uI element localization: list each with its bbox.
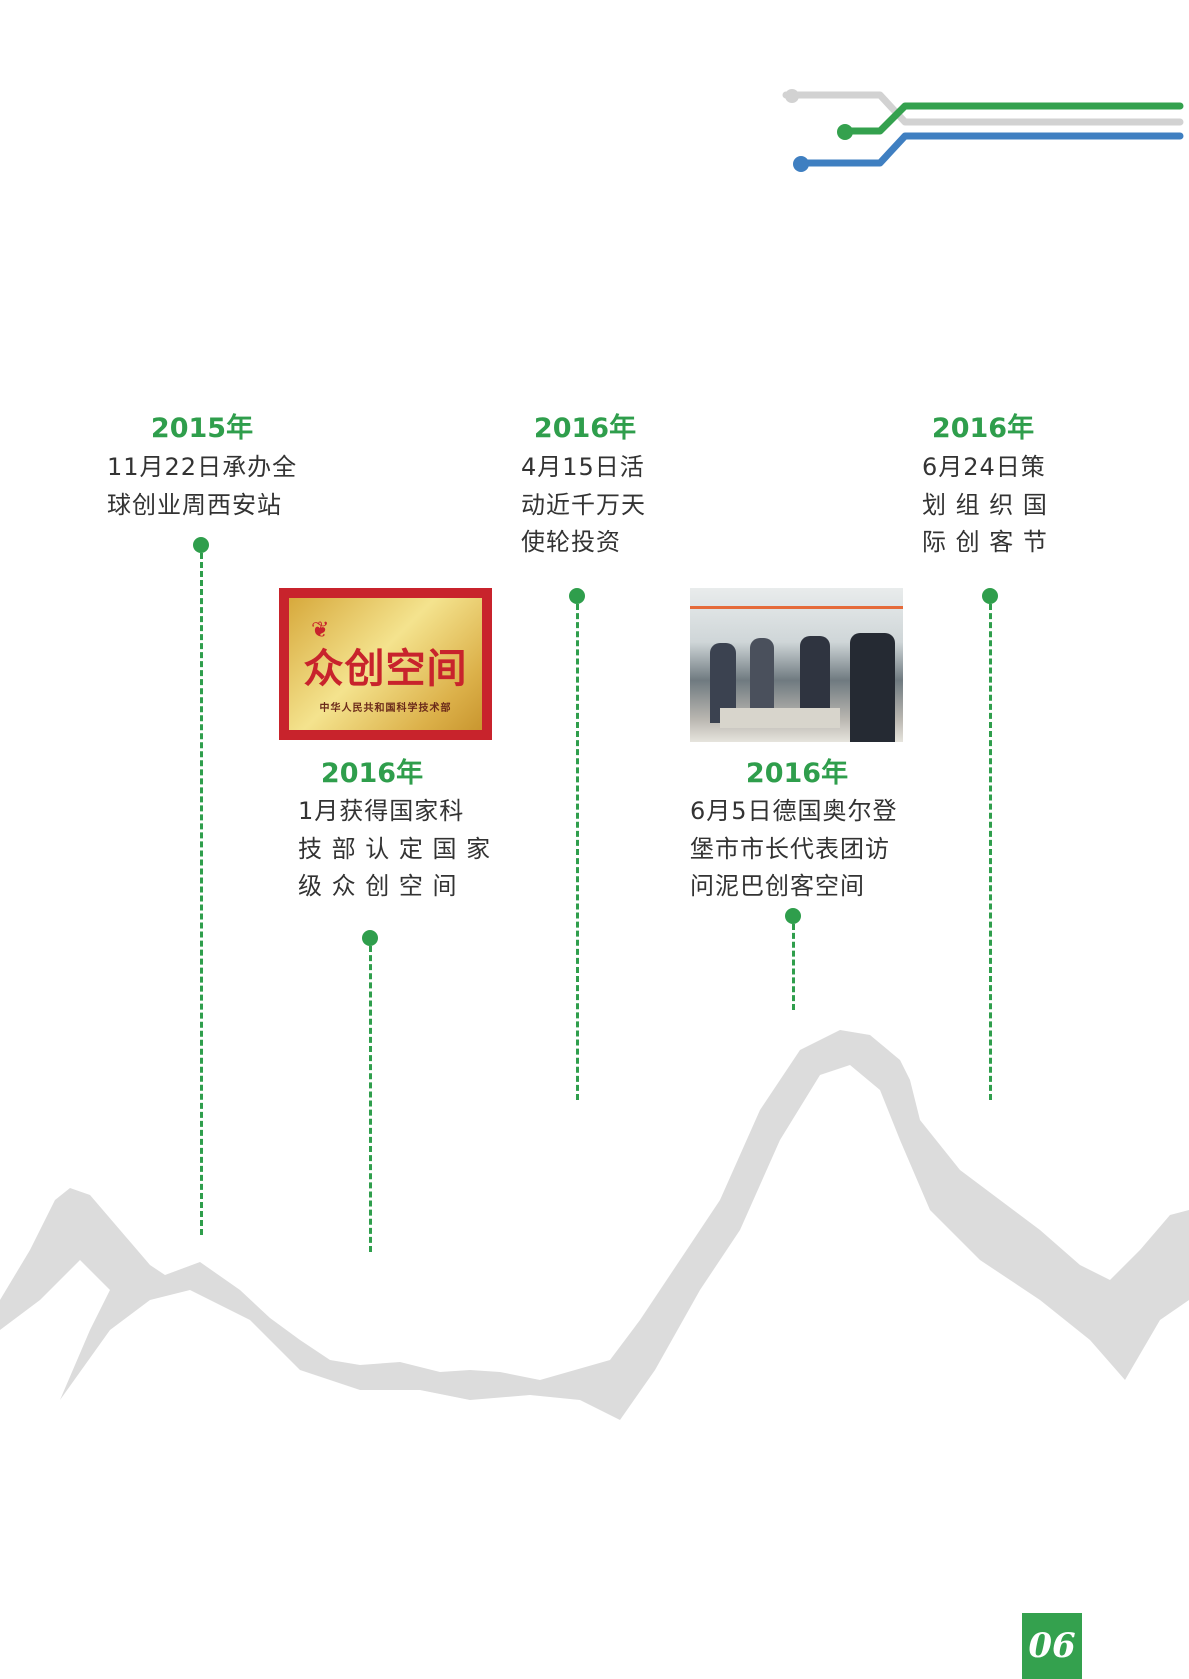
timeline-dashed-line <box>989 604 992 1100</box>
gray-line <box>782 91 1184 126</box>
timeline-year: 2016年 <box>745 758 849 789</box>
description-line: 11月22日承办全 <box>107 453 298 481</box>
page-number: 06 <box>1022 1613 1082 1679</box>
timeline-year: 2016年 <box>931 413 1035 444</box>
description-line: 使轮投资 <box>521 528 621 556</box>
maker-space-plaque-image: ❦ 众创空间 中华人民共和国科学技术部 <box>279 588 492 740</box>
description-line: 堡市市长代表团访 <box>690 834 890 863</box>
description-line: 技 部 认 定 国 家 <box>298 834 492 863</box>
emblem-icon: ❦ <box>311 618 330 643</box>
decorative-lines <box>782 89 1184 172</box>
plaque-logo: 众创空间 <box>303 646 468 692</box>
delegation-visit-photo <box>690 588 903 742</box>
timeline-description: 11月22日承办全 球创业周西安站 <box>107 449 297 524</box>
timeline-description: 6月5日德国奥尔登 堡市市长代表团访 问泥巴创客空间 <box>690 793 898 906</box>
description-line: 际 创 客 节 <box>922 528 1048 556</box>
timeline-dot <box>193 537 209 553</box>
mountain-illustration <box>0 1030 1189 1420</box>
timeline-dashed-line <box>200 553 203 1235</box>
blue-line <box>796 132 1184 167</box>
timeline-description: 4月15日活 动近千万天 使轮投资 <box>521 449 646 562</box>
green-line <box>840 102 1184 135</box>
description-line: 1月获得国家科 <box>298 797 465 825</box>
description-line: 划 组 织 国 <box>922 490 1048 519</box>
description-line: 6月24日策 <box>922 453 1046 481</box>
plaque-subtitle: 中华人民共和国科学技术部 <box>319 703 452 714</box>
description-line: 6月5日德国奥尔登 <box>690 797 898 825</box>
timeline-dot <box>982 588 998 604</box>
timeline-dot <box>362 930 378 946</box>
description-line: 4月15日活 <box>521 453 645 481</box>
timeline-year: 2015年 <box>150 413 254 444</box>
description-line: 动近千万天 <box>521 490 646 519</box>
timeline-dashed-line <box>576 604 579 1100</box>
timeline-dot <box>569 588 585 604</box>
timeline-description: 6月24日策 划 组 织 国 际 创 客 节 <box>922 449 1048 562</box>
timeline-dot <box>785 908 801 924</box>
timeline-dashed-line <box>792 924 795 1010</box>
timeline-year: 2016年 <box>533 413 637 444</box>
description-line: 问泥巴创客空间 <box>690 872 865 900</box>
timeline-year: 2016年 <box>320 758 424 789</box>
timeline-description: 1月获得国家科 技 部 认 定 国 家 级 众 创 空 间 <box>298 793 491 906</box>
description-line: 球创业周西安站 <box>107 490 282 519</box>
timeline-dashed-line <box>369 946 372 1252</box>
description-line: 级 众 创 空 间 <box>298 872 458 900</box>
